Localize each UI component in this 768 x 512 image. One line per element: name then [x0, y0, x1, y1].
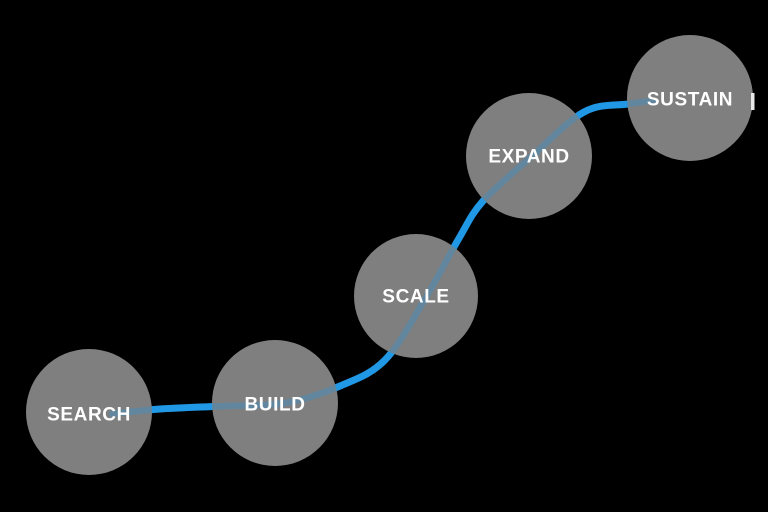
stage-label-scale: SCALE	[382, 287, 449, 308]
stage-circle-scale	[354, 234, 478, 358]
stage-circle-build	[212, 340, 338, 466]
stage-label-build: BUILD	[244, 395, 305, 416]
stage-label-sustain: SUSTAIN	[647, 90, 733, 111]
growth-curve-overlay	[108, 97, 659, 418]
growth-curve-scribble	[148, 403, 214, 414]
stage-label-expand: EXPAND	[488, 147, 569, 168]
edge-artifact-bar	[751, 93, 755, 110]
stage-circle-sustain	[627, 35, 753, 161]
stage-circle-expand	[466, 93, 592, 219]
stage-circle-search	[26, 349, 152, 475]
stage-label-search: SEARCH	[47, 405, 131, 426]
